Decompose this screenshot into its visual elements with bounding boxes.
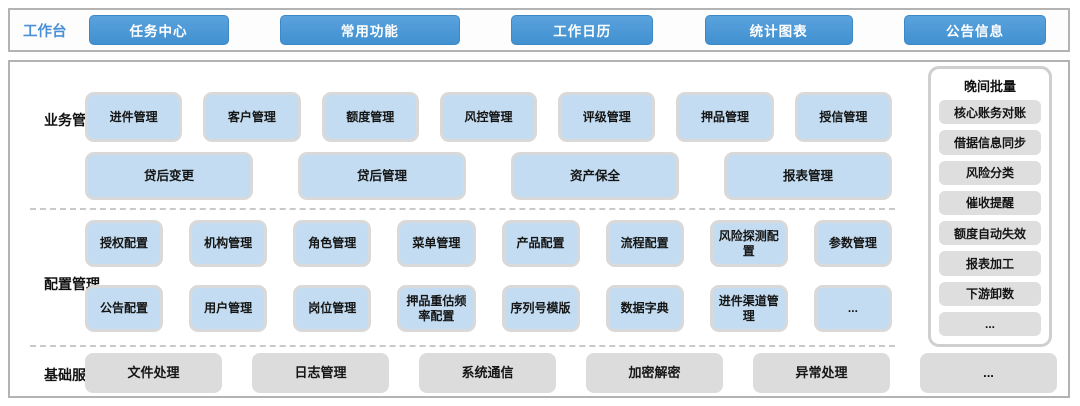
batch-job-item[interactable]: 核心账务对账: [939, 100, 1041, 125]
section-divider: [30, 345, 895, 347]
module-tile[interactable]: 进件渠道管理: [709, 285, 788, 332]
module-tile[interactable]: 产品配置: [501, 220, 580, 267]
service-tile[interactable]: 系统通信: [419, 353, 556, 393]
workbench-button[interactable]: 统计图表: [704, 15, 853, 45]
module-tile[interactable]: 岗位管理: [293, 285, 372, 332]
config-row-1: 授权配置机构管理角色管理菜单管理产品配置流程配置风险探测配置参数管理: [85, 220, 892, 267]
night-batch-title: 晚间批量: [963, 79, 1016, 94]
module-tile[interactable]: 序列号模版: [501, 285, 580, 332]
module-tile[interactable]: 押品管理: [676, 92, 774, 142]
module-tile[interactable]: 报表管理: [724, 152, 892, 200]
batch-job-item[interactable]: 催收提醒: [939, 190, 1041, 215]
workbench-button[interactable]: 工作日历: [511, 15, 654, 45]
service-tile[interactable]: 加密解密: [586, 353, 723, 393]
module-tile[interactable]: 菜单管理: [397, 220, 476, 267]
batch-job-item[interactable]: 借据信息同步: [939, 130, 1041, 155]
business-row-2: 贷后变更贷后管理资产保全报表管理: [85, 152, 892, 200]
base-service-row: 文件处理日志管理系统通信加密解密异常处理...: [85, 353, 1057, 393]
batch-job-item[interactable]: 报表加工: [939, 251, 1041, 276]
business-row-1: 进件管理客户管理额度管理风控管理评级管理押品管理授信管理: [85, 92, 892, 142]
night-batch-list: 核心账务对账借据信息同步风险分类催收提醒额度自动失效报表加工下游卸数...: [939, 100, 1041, 336]
config-row-2: 公告配置用户管理岗位管理押品重估频率配置序列号模版数据字典进件渠道管理...: [85, 285, 892, 332]
service-tile[interactable]: 异常处理: [753, 353, 890, 393]
workbench-bar: 工作台 任务中心 常用功能 工作日历 统计图表 公告信息: [8, 8, 1070, 52]
workbench-button[interactable]: 任务中心: [88, 15, 229, 45]
module-tile[interactable]: 授信管理: [794, 92, 892, 142]
module-tile[interactable]: 评级管理: [558, 92, 656, 142]
module-tile[interactable]: 客户管理: [203, 92, 301, 142]
module-tile[interactable]: 进件管理: [85, 92, 183, 142]
batch-job-item[interactable]: 下游卸数: [939, 281, 1041, 306]
module-tile[interactable]: 机构管理: [189, 220, 268, 267]
module-tile[interactable]: 贷后管理: [298, 152, 466, 200]
workbench-button[interactable]: 公告信息: [904, 15, 1046, 45]
service-tile[interactable]: 文件处理: [85, 353, 222, 393]
service-tile[interactable]: ...: [920, 353, 1057, 393]
module-tile[interactable]: 风控管理: [439, 92, 538, 142]
night-batch-panel: 晚间批量 核心账务对账借据信息同步风险分类催收提醒额度自动失效报表加工下游卸数.…: [928, 66, 1052, 347]
module-tile[interactable]: 贷后变更: [85, 152, 253, 200]
module-tile[interactable]: 用户管理: [189, 285, 268, 332]
workbench-button[interactable]: 常用功能: [279, 15, 460, 45]
batch-job-item[interactable]: 风险分类: [939, 160, 1041, 185]
module-tile[interactable]: 风险探测配置: [709, 220, 788, 267]
batch-job-item[interactable]: 额度自动失效: [939, 221, 1041, 246]
service-tile[interactable]: 日志管理: [252, 353, 389, 393]
module-tile[interactable]: ...: [813, 285, 892, 332]
module-tile[interactable]: 流程配置: [605, 220, 684, 267]
batch-job-item[interactable]: ...: [939, 311, 1041, 336]
module-tile[interactable]: 授权配置: [85, 220, 164, 267]
workbench-buttons: 任务中心 常用功能 工作日历 统计图表 公告信息: [88, 15, 1069, 45]
workbench-label: 工作台: [23, 23, 67, 40]
main-panel: 业务管理 进件管理客户管理额度管理风控管理评级管理押品管理授信管理 贷后变更贷后…: [8, 60, 1070, 398]
module-tile[interactable]: 押品重估频率配置: [397, 285, 476, 332]
module-tile[interactable]: 数据字典: [605, 285, 684, 332]
module-tile[interactable]: 公告配置: [85, 285, 164, 332]
section-divider: [30, 208, 895, 210]
module-tile[interactable]: 资产保全: [511, 152, 679, 200]
module-tile[interactable]: 角色管理: [293, 220, 372, 267]
module-tile[interactable]: 参数管理: [813, 220, 892, 267]
module-tile[interactable]: 额度管理: [321, 92, 419, 142]
